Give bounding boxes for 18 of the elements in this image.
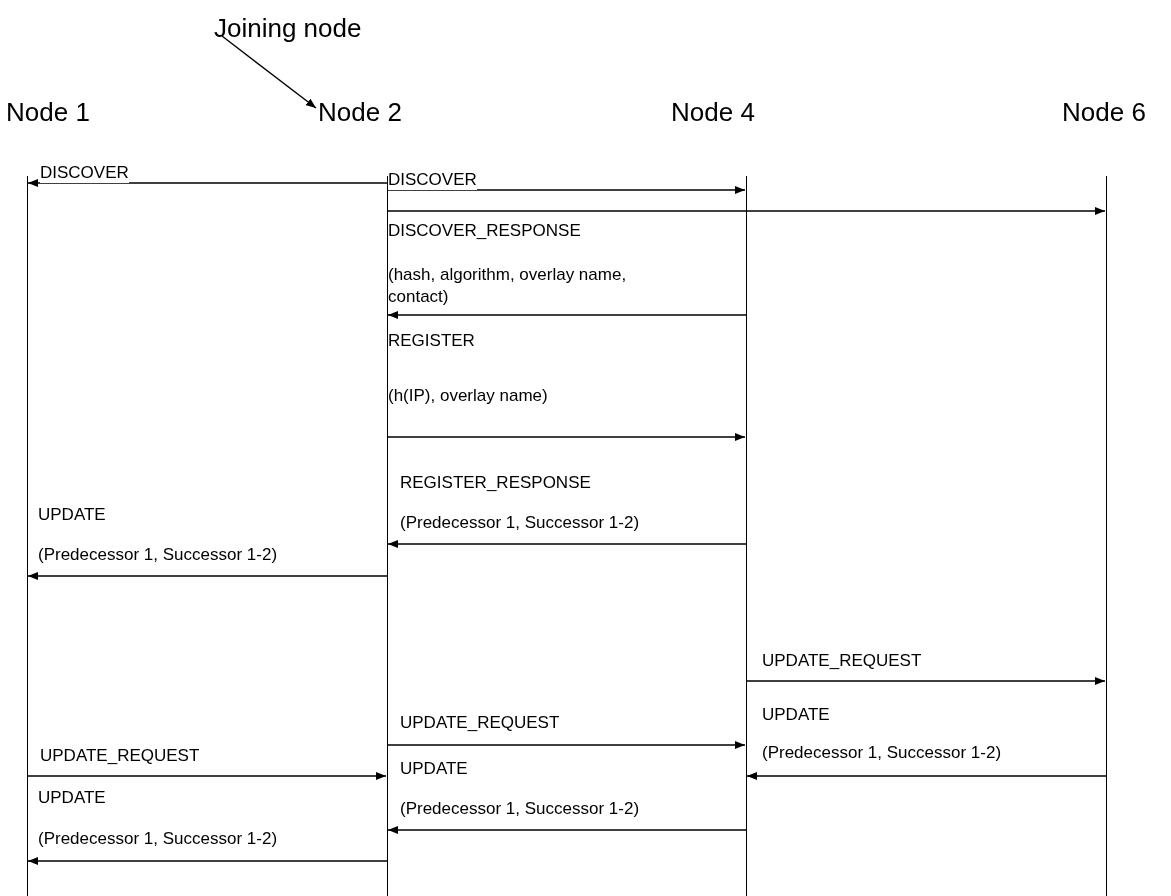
lifeline-header: Node 4 <box>671 96 756 128</box>
message-arrow <box>27 857 388 865</box>
message-arrow <box>387 826 747 834</box>
message-arrow <box>27 572 388 580</box>
message-arrow <box>26 772 387 780</box>
lifeline-header: Node 2 <box>318 96 403 128</box>
annotation-text: Joining node <box>214 12 363 44</box>
arrow <box>221 35 317 109</box>
message-arrow <box>386 207 1106 215</box>
lifeline-header: Node 1 <box>6 96 91 128</box>
message-arrow <box>746 772 1107 780</box>
lifeline-header: Node 6 <box>1062 96 1147 128</box>
message-arrow <box>387 540 747 548</box>
message-arrow <box>745 677 1106 685</box>
message-arrow <box>386 741 746 749</box>
message-arrow <box>387 311 747 319</box>
message-arrow <box>386 433 746 441</box>
message-arrow <box>27 179 388 187</box>
